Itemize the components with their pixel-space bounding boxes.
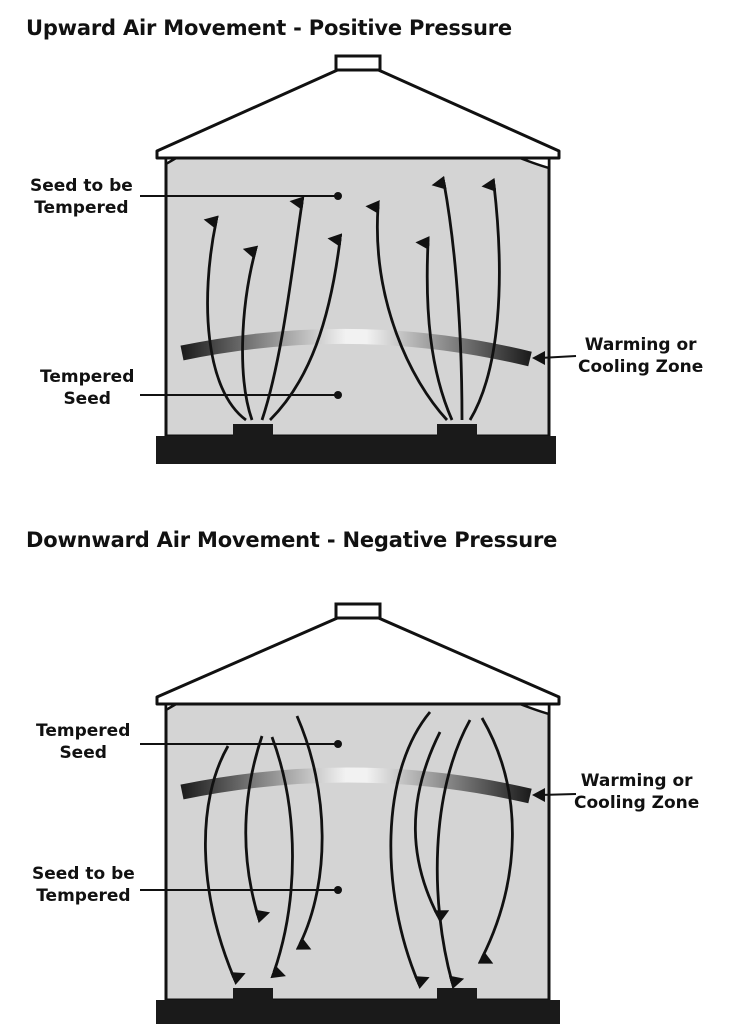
air-inlet-right — [437, 988, 477, 1002]
leader-line-zone — [539, 793, 577, 796]
airflow-arrow — [204, 745, 246, 985]
label-upper: Tempered Seed — [36, 721, 131, 763]
airflow-arrow — [435, 719, 472, 990]
bin-floor — [156, 436, 556, 464]
airflow-arrow — [414, 731, 450, 923]
airflow-arrow — [468, 177, 501, 421]
airflow-arrow — [477, 717, 514, 964]
airflow-arrow — [389, 711, 432, 989]
callout-lines — [140, 192, 577, 399]
label-lower: Seed to be Tempered — [32, 864, 135, 906]
airflow-arrow — [365, 200, 449, 421]
panel-title: Upward Air Movement - Positive Pressure — [26, 16, 512, 40]
roof-vent — [334, 54, 382, 72]
label-upper: Seed to be Tempered — [30, 176, 133, 218]
airflow-arrow — [203, 215, 247, 422]
callout-lines — [140, 740, 577, 894]
downward-bin-diagram — [140, 602, 577, 1024]
roof-vent — [334, 602, 382, 620]
air-inlet-left — [233, 424, 273, 438]
airflow-arrow — [244, 735, 271, 924]
air-inlet-left — [233, 988, 273, 1002]
upward-airflow-panel: Upward Air Movement - Positive Pressure — [26, 16, 704, 464]
leader-line-zone — [539, 355, 577, 359]
bin-wall — [164, 704, 551, 1002]
airflow-arrow — [431, 175, 464, 421]
bin-floor — [156, 1000, 560, 1024]
airflow-arrows-up — [203, 175, 501, 422]
bin-roof — [155, 614, 561, 706]
airflow-arrow — [270, 736, 294, 979]
airflow-arrow — [269, 233, 343, 421]
airflow-arrow — [415, 236, 454, 421]
panel-title: Downward Air Movement - Negative Pressur… — [26, 528, 558, 552]
label-lower: Tempered Seed — [40, 367, 135, 409]
bin-roof — [155, 66, 561, 160]
label-warming-cooling-zone: Warming or Cooling Zone — [578, 335, 704, 377]
label-warming-cooling-zone: Warming or Cooling Zone — [574, 771, 700, 813]
airflow-arrow — [260, 196, 305, 421]
airflow-arrow — [241, 245, 259, 421]
airflow-arrows-down — [204, 711, 514, 990]
airflow-arrow — [295, 715, 324, 950]
downward-airflow-panel: Downward Air Movement - Negative Pressur… — [0, 512, 733, 1024]
upward-bin-diagram — [140, 54, 577, 464]
warming-cooling-zone-band — [180, 767, 532, 804]
air-inlet-right — [437, 424, 477, 438]
warming-cooling-zone-band — [180, 328, 532, 367]
